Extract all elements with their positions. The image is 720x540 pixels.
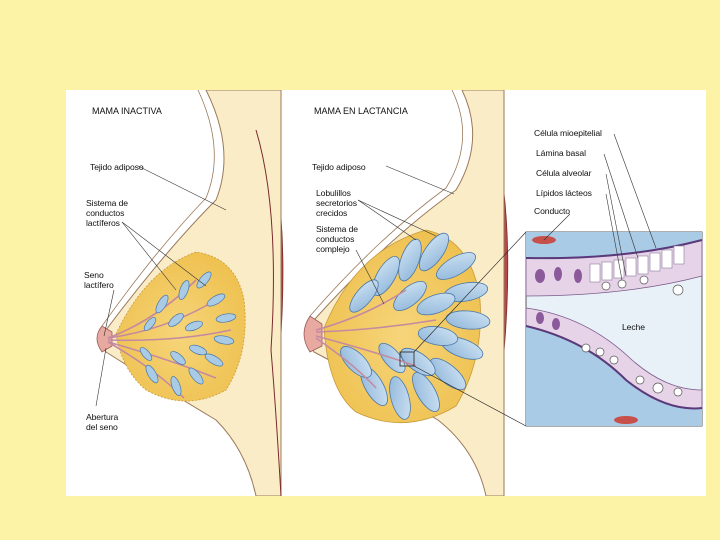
lactating-breast (303, 90, 527, 496)
left-sinus-label: Seno lactífero (84, 270, 114, 290)
duct-label: Conducto (534, 206, 570, 216)
anatomy-illustration (95, 90, 703, 496)
left-panel-title: MAMA INACTIVA (92, 106, 162, 116)
myoepithelial-cell-label: Célula mioepitelial (534, 128, 602, 138)
inactive-breast (95, 90, 284, 496)
left-ducts-label: Sistema de conductos lactíferos (86, 198, 128, 228)
right-adipose-label: Tejido adiposo (312, 162, 366, 172)
milk-lipids-label: Lípidos lácteos (536, 188, 592, 198)
basal-lamina-label: Lámina basal (536, 148, 586, 158)
right-lobules-label: Lobulillos secretorios crecidos (316, 188, 357, 218)
breast-anatomy-figure: MAMA INACTIVA Tejido adiposo Sistema de … (66, 90, 706, 496)
milk-label: Leche (622, 322, 645, 332)
alveolar-cell-label: Célula alveolar (536, 168, 592, 178)
left-opening-label: Abertura del seno (86, 412, 119, 432)
left-adipose-label: Tejido adiposo (90, 162, 144, 172)
alveolus-inset (525, 133, 703, 427)
right-panel-title: MAMA EN LACTANCIA (314, 106, 408, 116)
right-ducts-label: Sistema de conductos complejo (316, 224, 358, 254)
